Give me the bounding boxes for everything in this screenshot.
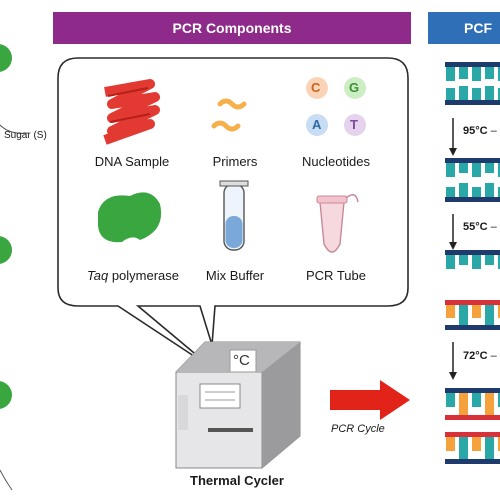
polymerase-icon [98,192,162,243]
thermal-cycler-display-text: °C [233,352,250,369]
taq-italic: Taq [86,268,109,283]
nucleotide-c-icon [306,77,328,99]
left-connector-line [0,124,29,134]
nucleotide-a-letter: A [312,117,322,132]
primer-icon [211,98,247,132]
left-connector-line-bottom [0,469,13,491]
pcr-cycle-label: PCR Cycle [331,423,385,435]
taq-polymerase-label: Taq polymerase [78,268,188,283]
display-screen [229,349,257,373]
left-fragment [0,44,29,491]
step-2-temp: 55°C [463,221,488,233]
step-2-rest: – F [490,221,500,233]
step-1-temp: 95°C [463,125,488,137]
sugar-label: Sugar (S) [4,130,47,141]
nucleotide-c-letter: C [311,80,321,95]
left-green-circle-bottom [0,381,12,409]
polymerase-text: polymerase [108,268,180,283]
pcr-tube-icon [316,194,359,253]
pcr-steps-banner: PCF [428,12,500,44]
pcr-components-banner: PCR Components [53,12,411,44]
nucleotide-t-letter: T [350,117,358,132]
step-1-rest: – S [490,125,500,137]
test-tube-icon [219,180,249,251]
nucleotide-g-letter: G [349,80,360,95]
step-3-temp: 72°C [463,350,488,362]
nucleotide-a-icon [306,114,328,136]
nucleotides-icon [306,77,366,136]
step-denaturation-label: 95°C – S [463,125,500,137]
mix-buffer-label: Mix Buffer [205,268,265,283]
pcr-steps-title: PCF [464,20,492,36]
keypad [199,383,241,409]
nucleotides-label: Nucleotides [302,154,370,169]
thermal-cycler-icon [175,341,301,469]
primers-label: Primers [212,154,258,169]
step-extension-label: 72°C – S [463,350,500,362]
dna-helix-icon [103,79,160,145]
pcr-tube-label: PCR Tube [306,268,366,283]
nucleotide-t-icon [344,114,366,136]
pcr-cycle-arrow-icon [330,380,410,420]
pcr-components-title: PCR Components [172,20,292,36]
left-green-circle-top [0,44,12,72]
pcr-steps-graphic [445,62,500,464]
thermal-cycler-label: Thermal Cycler [190,473,284,488]
dna-sample-label: DNA Sample [94,154,170,169]
nucleotide-g-icon [344,77,366,99]
step-annealing-label: 55°C – F [463,221,500,233]
left-green-circle-middle [0,236,12,264]
step-3-rest: – S [490,350,500,362]
